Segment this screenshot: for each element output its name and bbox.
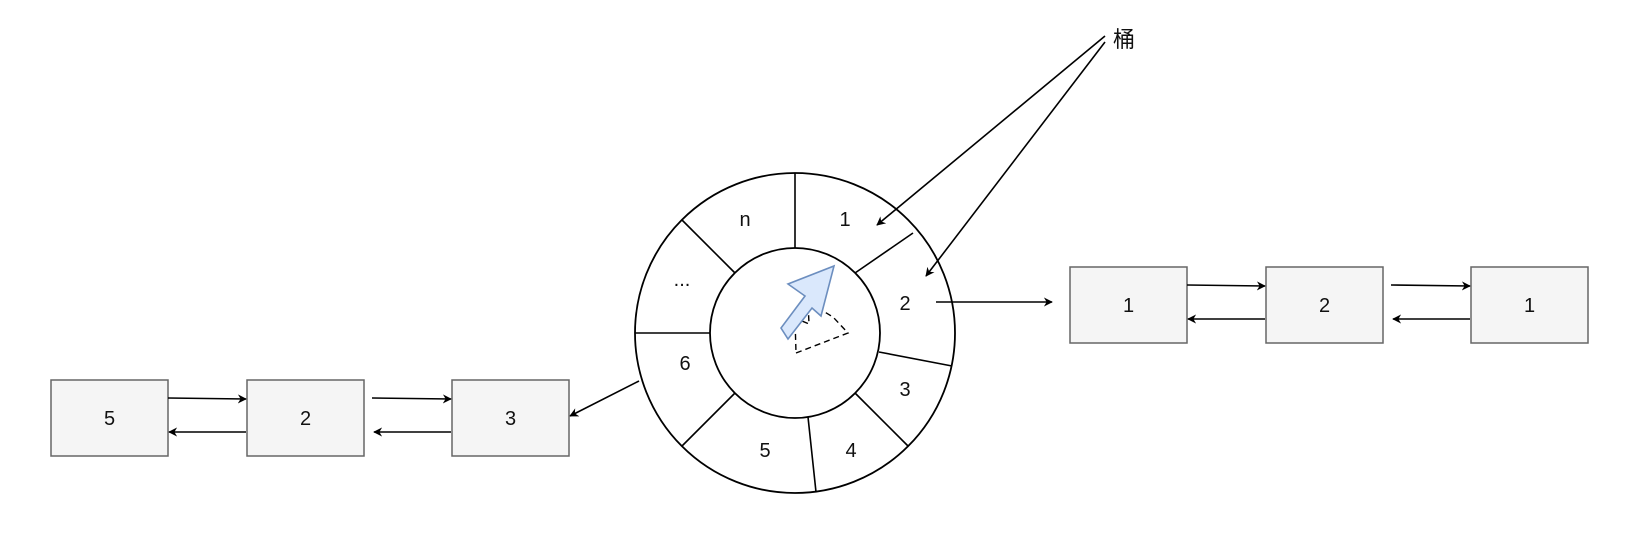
- wheel-divider: [854, 392, 909, 447]
- bucket-label: 桶: [1113, 27, 1135, 52]
- wheel-segment-label: ...: [674, 269, 691, 291]
- wheel-segment-label: n: [739, 209, 750, 231]
- timing-wheel: n 1 2 3 4 5 6 ...: [634, 172, 956, 494]
- right-linked-list: 1 2 1: [1069, 266, 1589, 344]
- wheel-segment-label: 1: [839, 209, 850, 231]
- wheel-divider: [854, 232, 914, 274]
- wheel-segment-label: 6: [679, 353, 690, 375]
- wheel-segment-label: 3: [899, 379, 910, 401]
- bucket-annotation: 桶: [876, 27, 1135, 277]
- wheel-divider: [807, 416, 817, 493]
- wheel-divider: [681, 219, 736, 274]
- left-linked-list: 5 2 3: [50, 379, 570, 457]
- wheel-segment-label: 4: [845, 440, 856, 462]
- bucket-pointer-line: [876, 35, 1106, 226]
- list-node: 1: [1069, 266, 1188, 344]
- clock-hand-arrow-icon: [780, 264, 836, 341]
- list-node: 2: [246, 379, 365, 457]
- wheel-segment-label: 2: [899, 293, 910, 315]
- next-pointer-arrow: [167, 394, 247, 404]
- bucket-pointer-line: [925, 41, 1106, 277]
- list-node: 5: [50, 379, 169, 457]
- wheel-divider: [681, 392, 736, 447]
- list-node-label: 5: [104, 408, 115, 430]
- wheel-divider: [878, 351, 953, 367]
- list-node-label: 2: [1319, 295, 1330, 317]
- list-node-label: 1: [1123, 295, 1134, 317]
- list-node-label: 2: [300, 408, 311, 430]
- list-node: 1: [1470, 266, 1589, 344]
- wheel-segment-label: 5: [759, 440, 770, 462]
- next-pointer-arrow: [1186, 281, 1266, 291]
- next-pointer-arrow: [371, 394, 452, 404]
- list-node-label: 3: [505, 408, 516, 430]
- bucket-to-left-list-arrow: [569, 380, 640, 417]
- wheel-inner-ring: [709, 247, 881, 419]
- list-node: 2: [1265, 266, 1384, 344]
- next-pointer-arrow: [1390, 281, 1471, 291]
- list-node-label: 1: [1524, 295, 1535, 317]
- list-node: 3: [451, 379, 570, 457]
